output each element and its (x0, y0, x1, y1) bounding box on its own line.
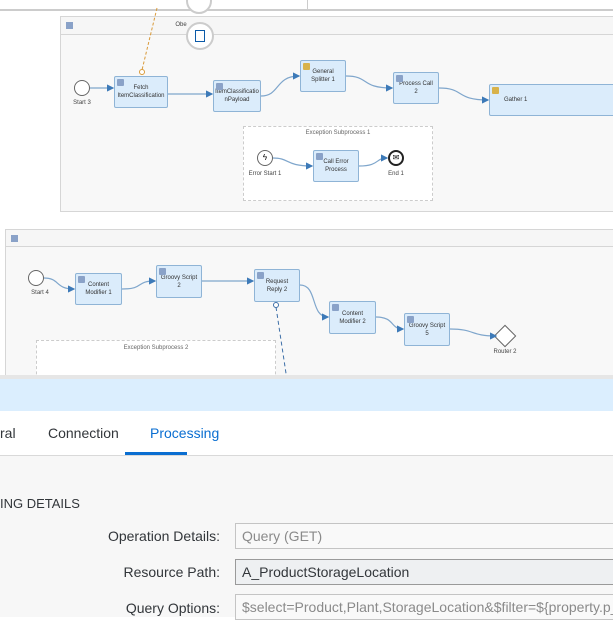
request-reply-icon (257, 272, 264, 279)
process-call-icon (396, 75, 403, 82)
vertical-divider (307, 0, 308, 9)
step-gather[interactable]: Gather 1 (489, 84, 613, 116)
start-label: Start 3 (73, 100, 91, 106)
splitter-icon (303, 63, 310, 70)
request-reply-icon (117, 79, 124, 86)
subprocess-title: Exception Subprocess 2 (123, 345, 189, 351)
start-label: Start 4 (31, 290, 49, 296)
step-splitter[interactable]: General Splitter 1 (300, 60, 346, 92)
router-label: Router 2 (493, 349, 517, 355)
error-start-label: Error Start 1 (248, 171, 282, 177)
step-label: Content Modifier 1 (85, 282, 112, 296)
tab-general[interactable]: ral (0, 425, 16, 441)
error-start-icon[interactable]: ϟ (257, 150, 273, 166)
step-fetch[interactable]: Fetch ItemClassification (114, 76, 168, 108)
end-message-icon[interactable]: ✉ (388, 150, 404, 166)
query-options-field[interactable]: $select=Product,Plant,StorageLocation&$f… (235, 594, 613, 620)
section-title: ING DETAILS (0, 496, 80, 511)
panel-header (0, 379, 613, 411)
step-label: Gather 1 (504, 97, 528, 103)
step-label: Groovy Script 2 (160, 274, 198, 289)
query-options-label: Query Options: (125, 600, 220, 616)
step-groovy-2[interactable]: Groovy Script 2 (156, 265, 202, 298)
gather-icon (492, 87, 499, 94)
step-label: General Splitter 1 (311, 69, 335, 83)
top-divider (0, 9, 613, 11)
step-content-modifier-2[interactable]: Content Modifier 2 (329, 301, 376, 334)
process-call-icon (316, 153, 323, 160)
checklist-icon[interactable] (186, 22, 214, 50)
resource-path-label: Resource Path: (123, 564, 221, 580)
panel-divider[interactable] (0, 375, 613, 379)
step-label: Process Call 2 (399, 81, 433, 95)
subprocess-title: Exception Subprocess 1 (305, 130, 371, 136)
obscured-event[interactable] (186, 0, 212, 14)
step-label: Fetch ItemClassification (117, 85, 165, 99)
obscured-label: Obe (175, 22, 187, 28)
start-event[interactable] (74, 80, 90, 96)
step-label: Groovy Script 5 (408, 322, 446, 337)
end-label: End 1 (388, 171, 404, 177)
content-modifier-icon (78, 276, 85, 283)
tab-bar (0, 411, 613, 456)
process-icon (11, 235, 18, 242)
step-content-modifier-1[interactable]: Content Modifier 1 (75, 273, 122, 305)
process-icon (66, 22, 73, 29)
resource-path-field[interactable]: A_ProductStorageLocation (235, 559, 613, 585)
step-payload[interactable]: ItemClassificatio nPayload (213, 80, 261, 112)
active-tab-indicator (125, 452, 187, 455)
step-label: Request Reply 2 (265, 278, 289, 293)
step-process-call[interactable]: Process Call 2 (393, 72, 439, 104)
script-icon (159, 268, 166, 275)
script-icon (216, 83, 223, 90)
operation-details-label: Operation Details: (107, 528, 220, 544)
tab-connection[interactable]: Connection (48, 425, 119, 441)
step-label: Call Error Process (323, 159, 349, 173)
step-groovy-5[interactable]: Groovy Script 5 (404, 313, 450, 346)
content-modifier-icon (332, 304, 339, 311)
start-event[interactable] (28, 270, 44, 286)
tab-processing[interactable]: Processing (150, 425, 220, 441)
script-icon (407, 316, 414, 323)
operation-details-field[interactable]: Query (GET) (235, 523, 613, 549)
step-request-reply-2[interactable]: Request Reply 2 (254, 269, 300, 302)
step-label: ItemClassificatio nPayload (215, 89, 259, 103)
step-label: Content Modifier 2 (339, 310, 366, 325)
step-call-error[interactable]: Call Error Process (313, 150, 359, 182)
